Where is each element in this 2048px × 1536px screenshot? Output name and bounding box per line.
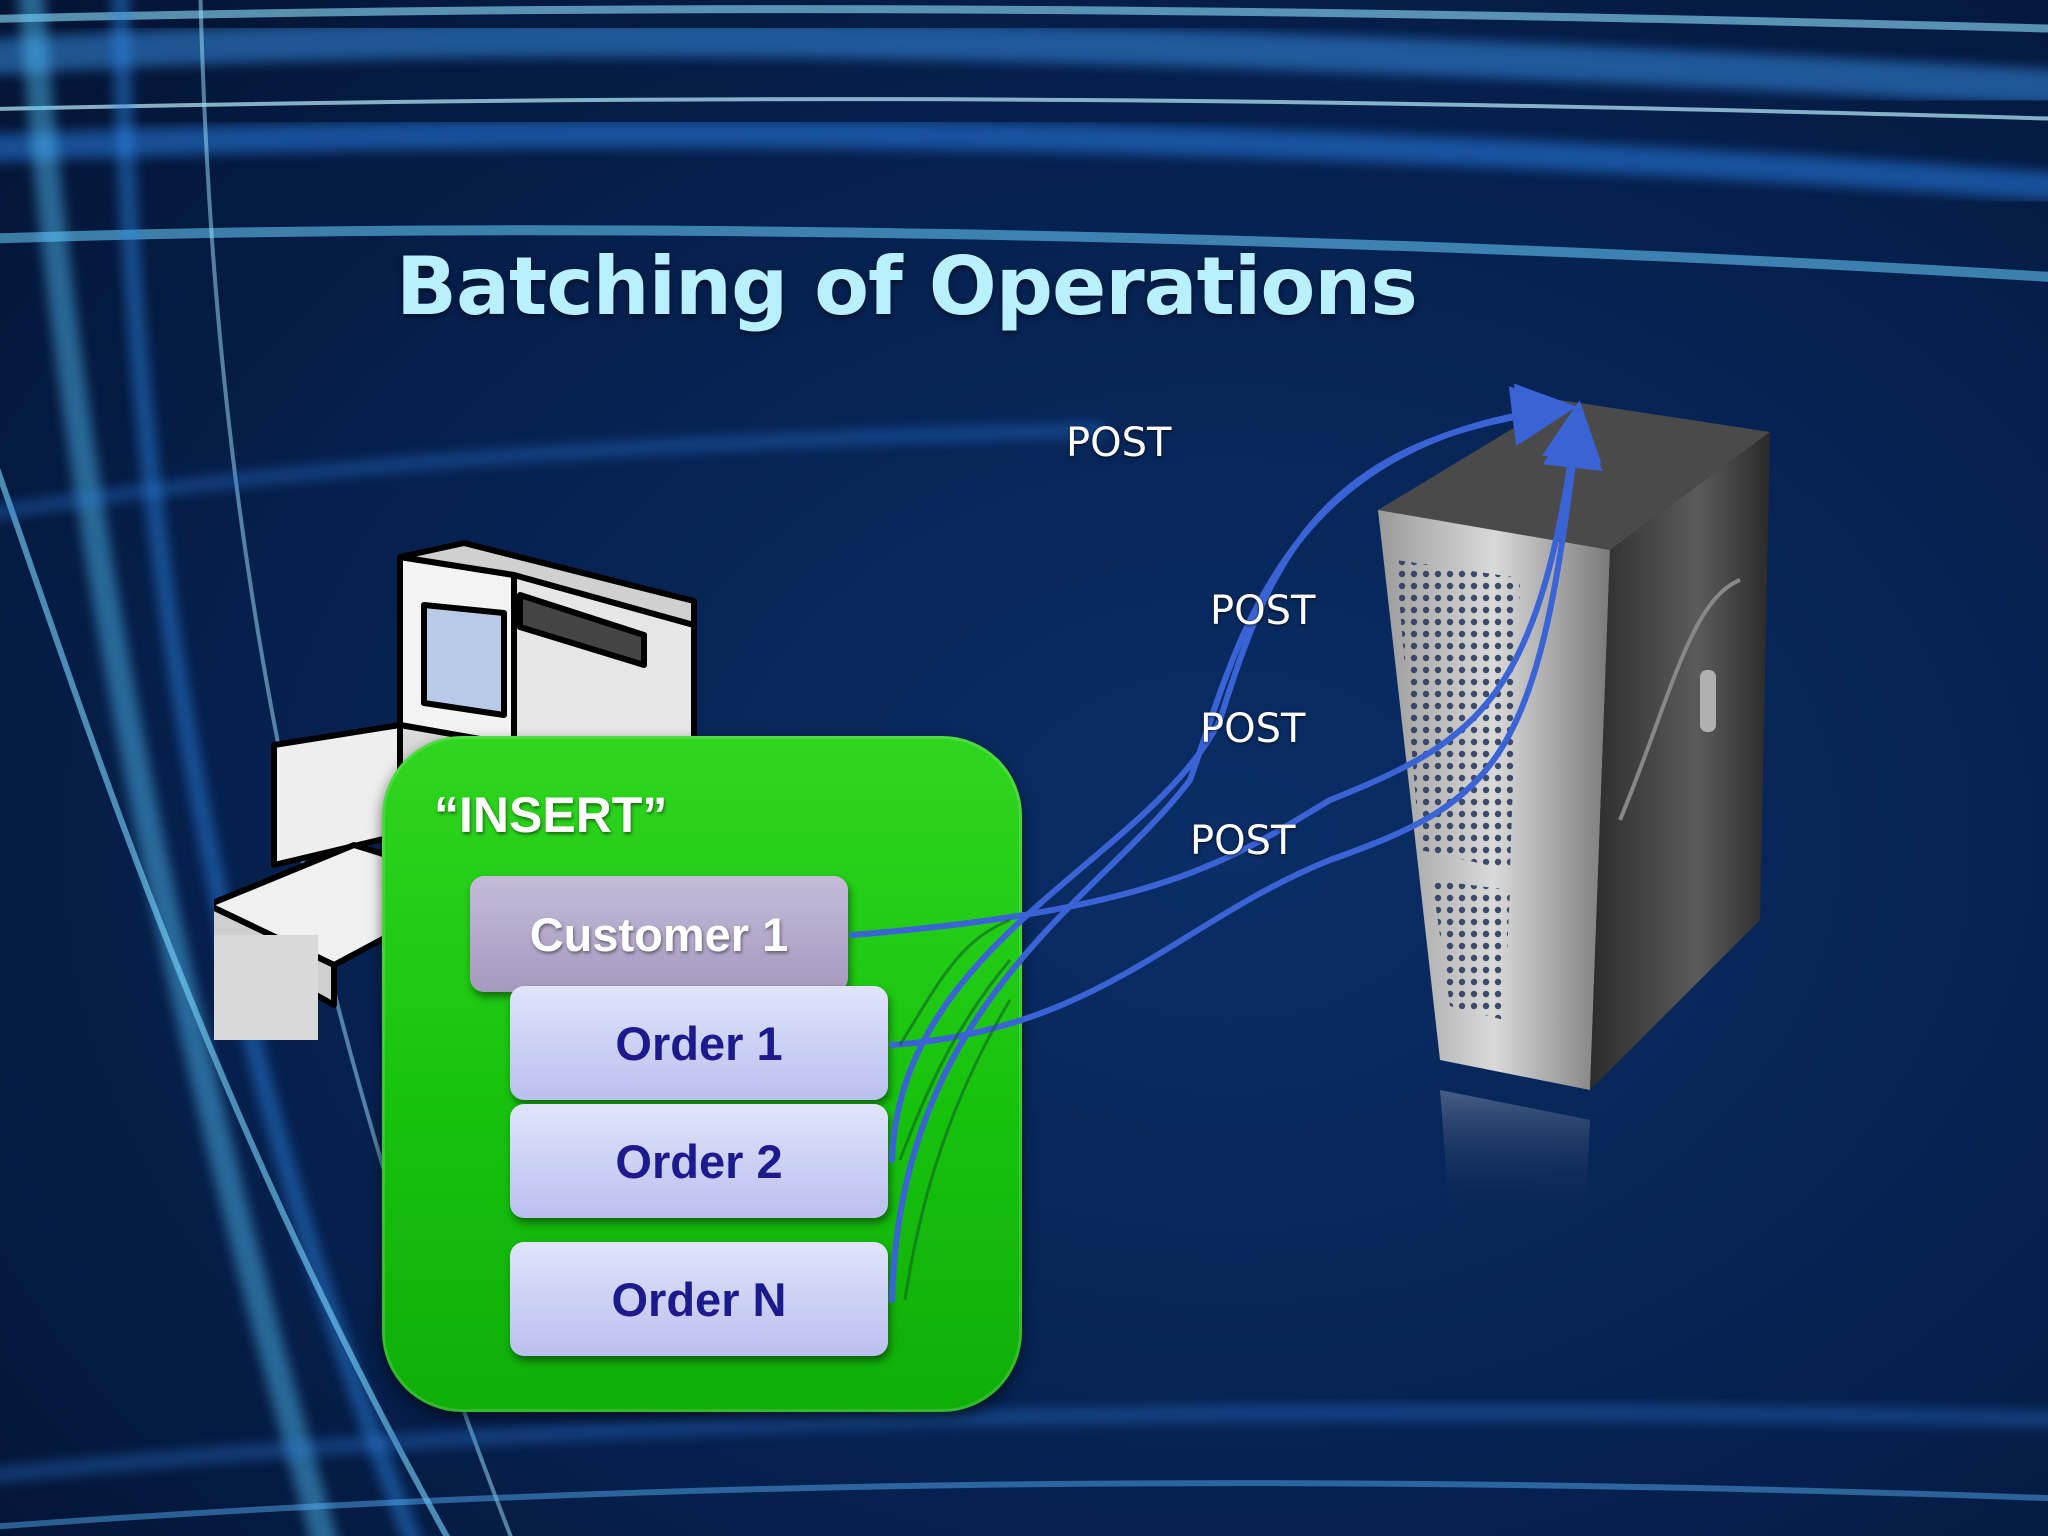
batch-label: “INSERT” [434,787,668,843]
post-label: POST [1190,818,1296,864]
insert-batch-box: “INSERT” Customer 1 Order 1 Order 2 Orde… [382,736,1022,1412]
customer-box: Customer 1 [470,876,848,992]
order-box: Order 2 [510,1104,888,1218]
slide-title: Batching of Operations [396,240,1418,333]
server-tower-icon [1378,400,1770,1220]
order-box: Order N [510,1242,888,1356]
post-label: POST [1210,588,1316,634]
post-label: POST [1066,420,1172,466]
order-box: Order 1 [510,986,888,1100]
post-label: POST [1200,706,1306,752]
